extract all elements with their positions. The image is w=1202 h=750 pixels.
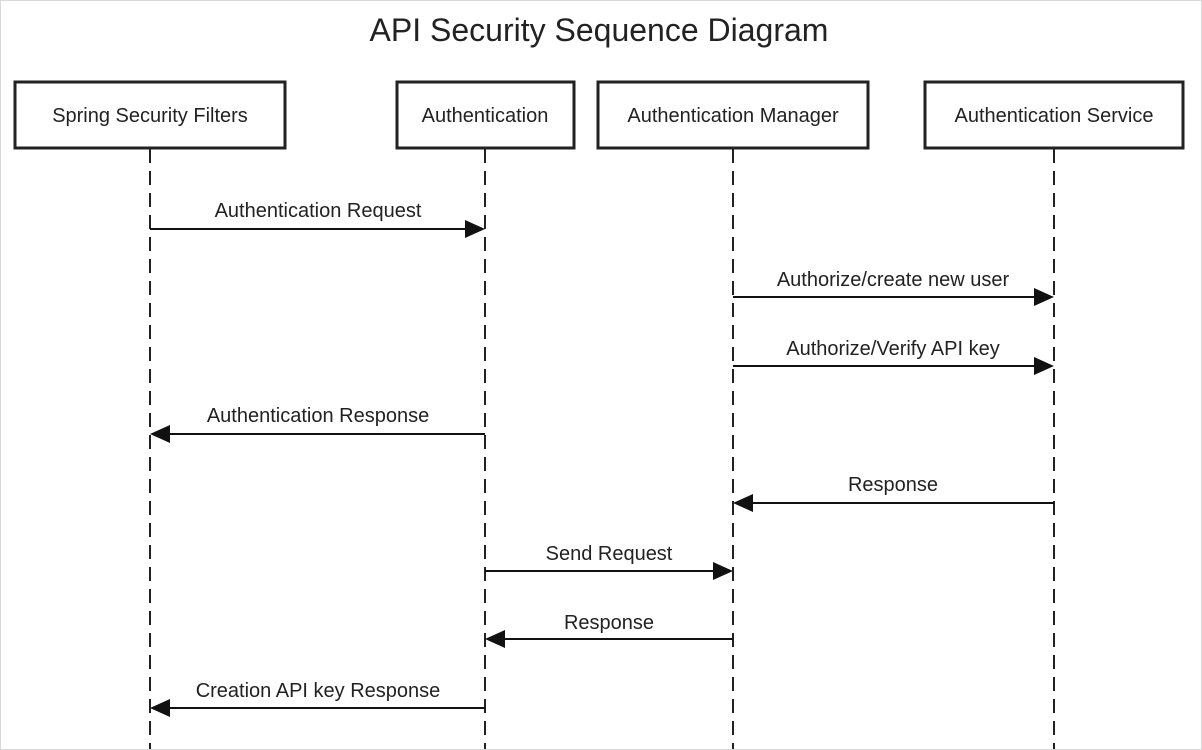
arrow-right-icon [1034,288,1054,306]
message-label: Authentication Request [215,200,422,222]
message-label: Authorize/create new user [777,269,1010,291]
arrow-left-icon [733,494,753,512]
actor-label: Authentication [422,105,549,127]
actor-authentication: Authentication [395,80,576,150]
message-label: Response [848,474,938,496]
message-response-service-to-manager: Response [733,474,1054,512]
actor-authentication-manager: Authentication Manager [596,80,870,150]
message-authorize-create-new-user: Authorize/create new user [733,269,1054,306]
arrow-right-icon [713,562,733,580]
message-label: Send Request [546,543,673,565]
actor-label: Spring Security Filters [52,105,248,127]
diagram-title: API Security Sequence Diagram [370,12,829,48]
message-label: Authorize/Verify API key [786,338,999,360]
arrow-left-icon [485,630,505,648]
message-authentication-response: Authentication Response [150,405,485,443]
message-send-request: Send Request [485,543,733,580]
actor-authentication-service: Authentication Service [923,80,1185,150]
message-authentication-request: Authentication Request [150,200,485,238]
message-authorize-verify-api-key: Authorize/Verify API key [733,338,1054,375]
actor-label: Authentication Service [954,105,1153,127]
arrow-right-icon [1034,357,1054,375]
arrow-left-icon [150,699,170,717]
actor-label: Authentication Manager [627,105,839,127]
arrow-right-icon [465,220,485,238]
message-label: Response [564,612,654,634]
message-label: Authentication Response [207,405,429,427]
actor-spring-security-filters: Spring Security Filters [13,80,287,150]
arrow-left-icon [150,425,170,443]
message-response-manager-to-authentication: Response [485,612,733,648]
message-creation-api-key-response: Creation API key Response [150,680,485,717]
message-label: Creation API key Response [196,680,441,702]
